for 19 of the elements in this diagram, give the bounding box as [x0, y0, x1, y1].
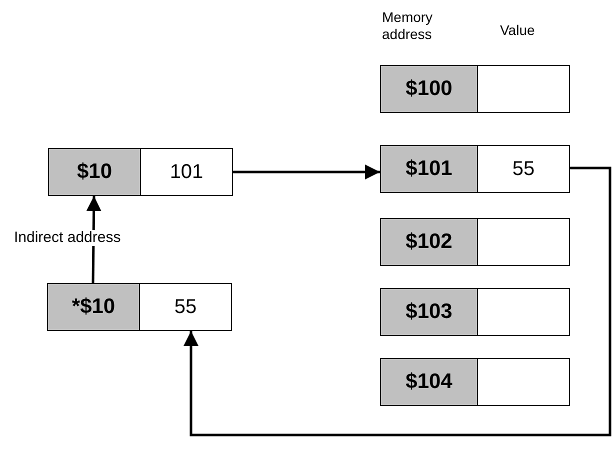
address-cell: $103 — [380, 288, 478, 336]
edge-label: Indirect address — [13, 230, 122, 246]
address-cell: $104 — [380, 358, 478, 406]
address-cell: $100 — [380, 65, 478, 113]
arrow — [232, 164, 380, 180]
value-cell — [477, 358, 570, 406]
value-cell: 55 — [139, 283, 232, 331]
value-cell: 101 — [140, 148, 233, 196]
address-cell: *$10 — [47, 283, 140, 331]
address-cell: $101 — [380, 145, 478, 193]
value-cell — [477, 288, 570, 336]
address-cell: $10 — [48, 148, 141, 196]
value-cell — [477, 65, 570, 113]
column-header: Memory address — [382, 9, 434, 43]
address-cell: $102 — [380, 218, 478, 266]
value-cell: 55 — [477, 145, 570, 193]
value-cell — [477, 218, 570, 266]
arrow — [184, 166, 612, 436]
column-header: Value — [500, 22, 535, 39]
